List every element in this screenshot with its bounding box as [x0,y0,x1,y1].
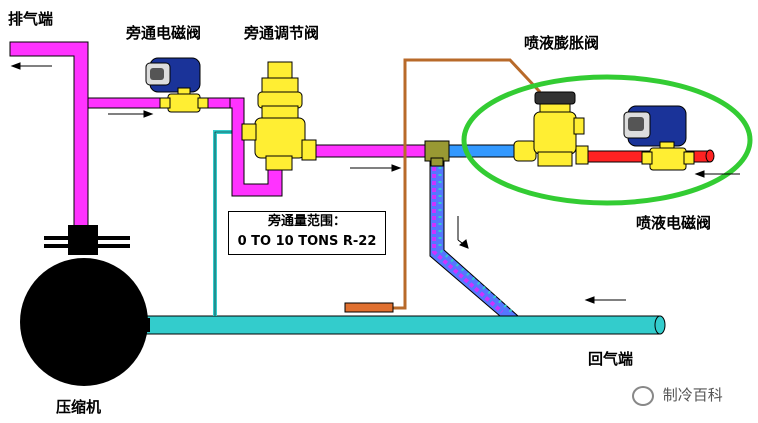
injection-down-line [429,156,520,317]
return-label: 回气端 [588,350,634,368]
bypass-regulating-valve [241,61,317,171]
injection-solenoid-valve [623,105,695,171]
sensing-bulb [344,302,394,313]
bypass-solenoid-label: 旁通电磁阀 [126,24,202,42]
watermark: 制冷百科 [632,384,723,406]
highlight-ellipse [461,74,753,206]
watermark-text: 制冷百科 [662,386,723,404]
bypass-regulator-label: 旁通调节阀 [244,24,320,42]
capillary-tube [390,58,542,310]
injection-solenoid-label: 喷液电磁阀 [636,214,712,232]
injection-expansion-label: 喷液膨胀阀 [524,34,600,52]
exhaust-label: 排气端 [8,10,54,28]
bypass-capacity-box: 旁通量范围： 0 TO 10 TONS R-22 [228,211,386,255]
injection-expansion-valve [513,91,589,167]
bypass-capacity-title: 旁通量范围： [267,214,346,229]
flow-arrows [10,62,740,304]
suction-line [139,315,661,335]
mixed-line [444,144,521,158]
bypass-capacity-range: 0 TO 10 TONS R-22 [237,234,377,249]
wechat-icon [632,385,654,406]
compressor-label: 压缩机 [56,398,102,416]
discharge-line [9,41,89,231]
compressor [20,225,150,386]
bypass-solenoid-valve [145,57,209,113]
